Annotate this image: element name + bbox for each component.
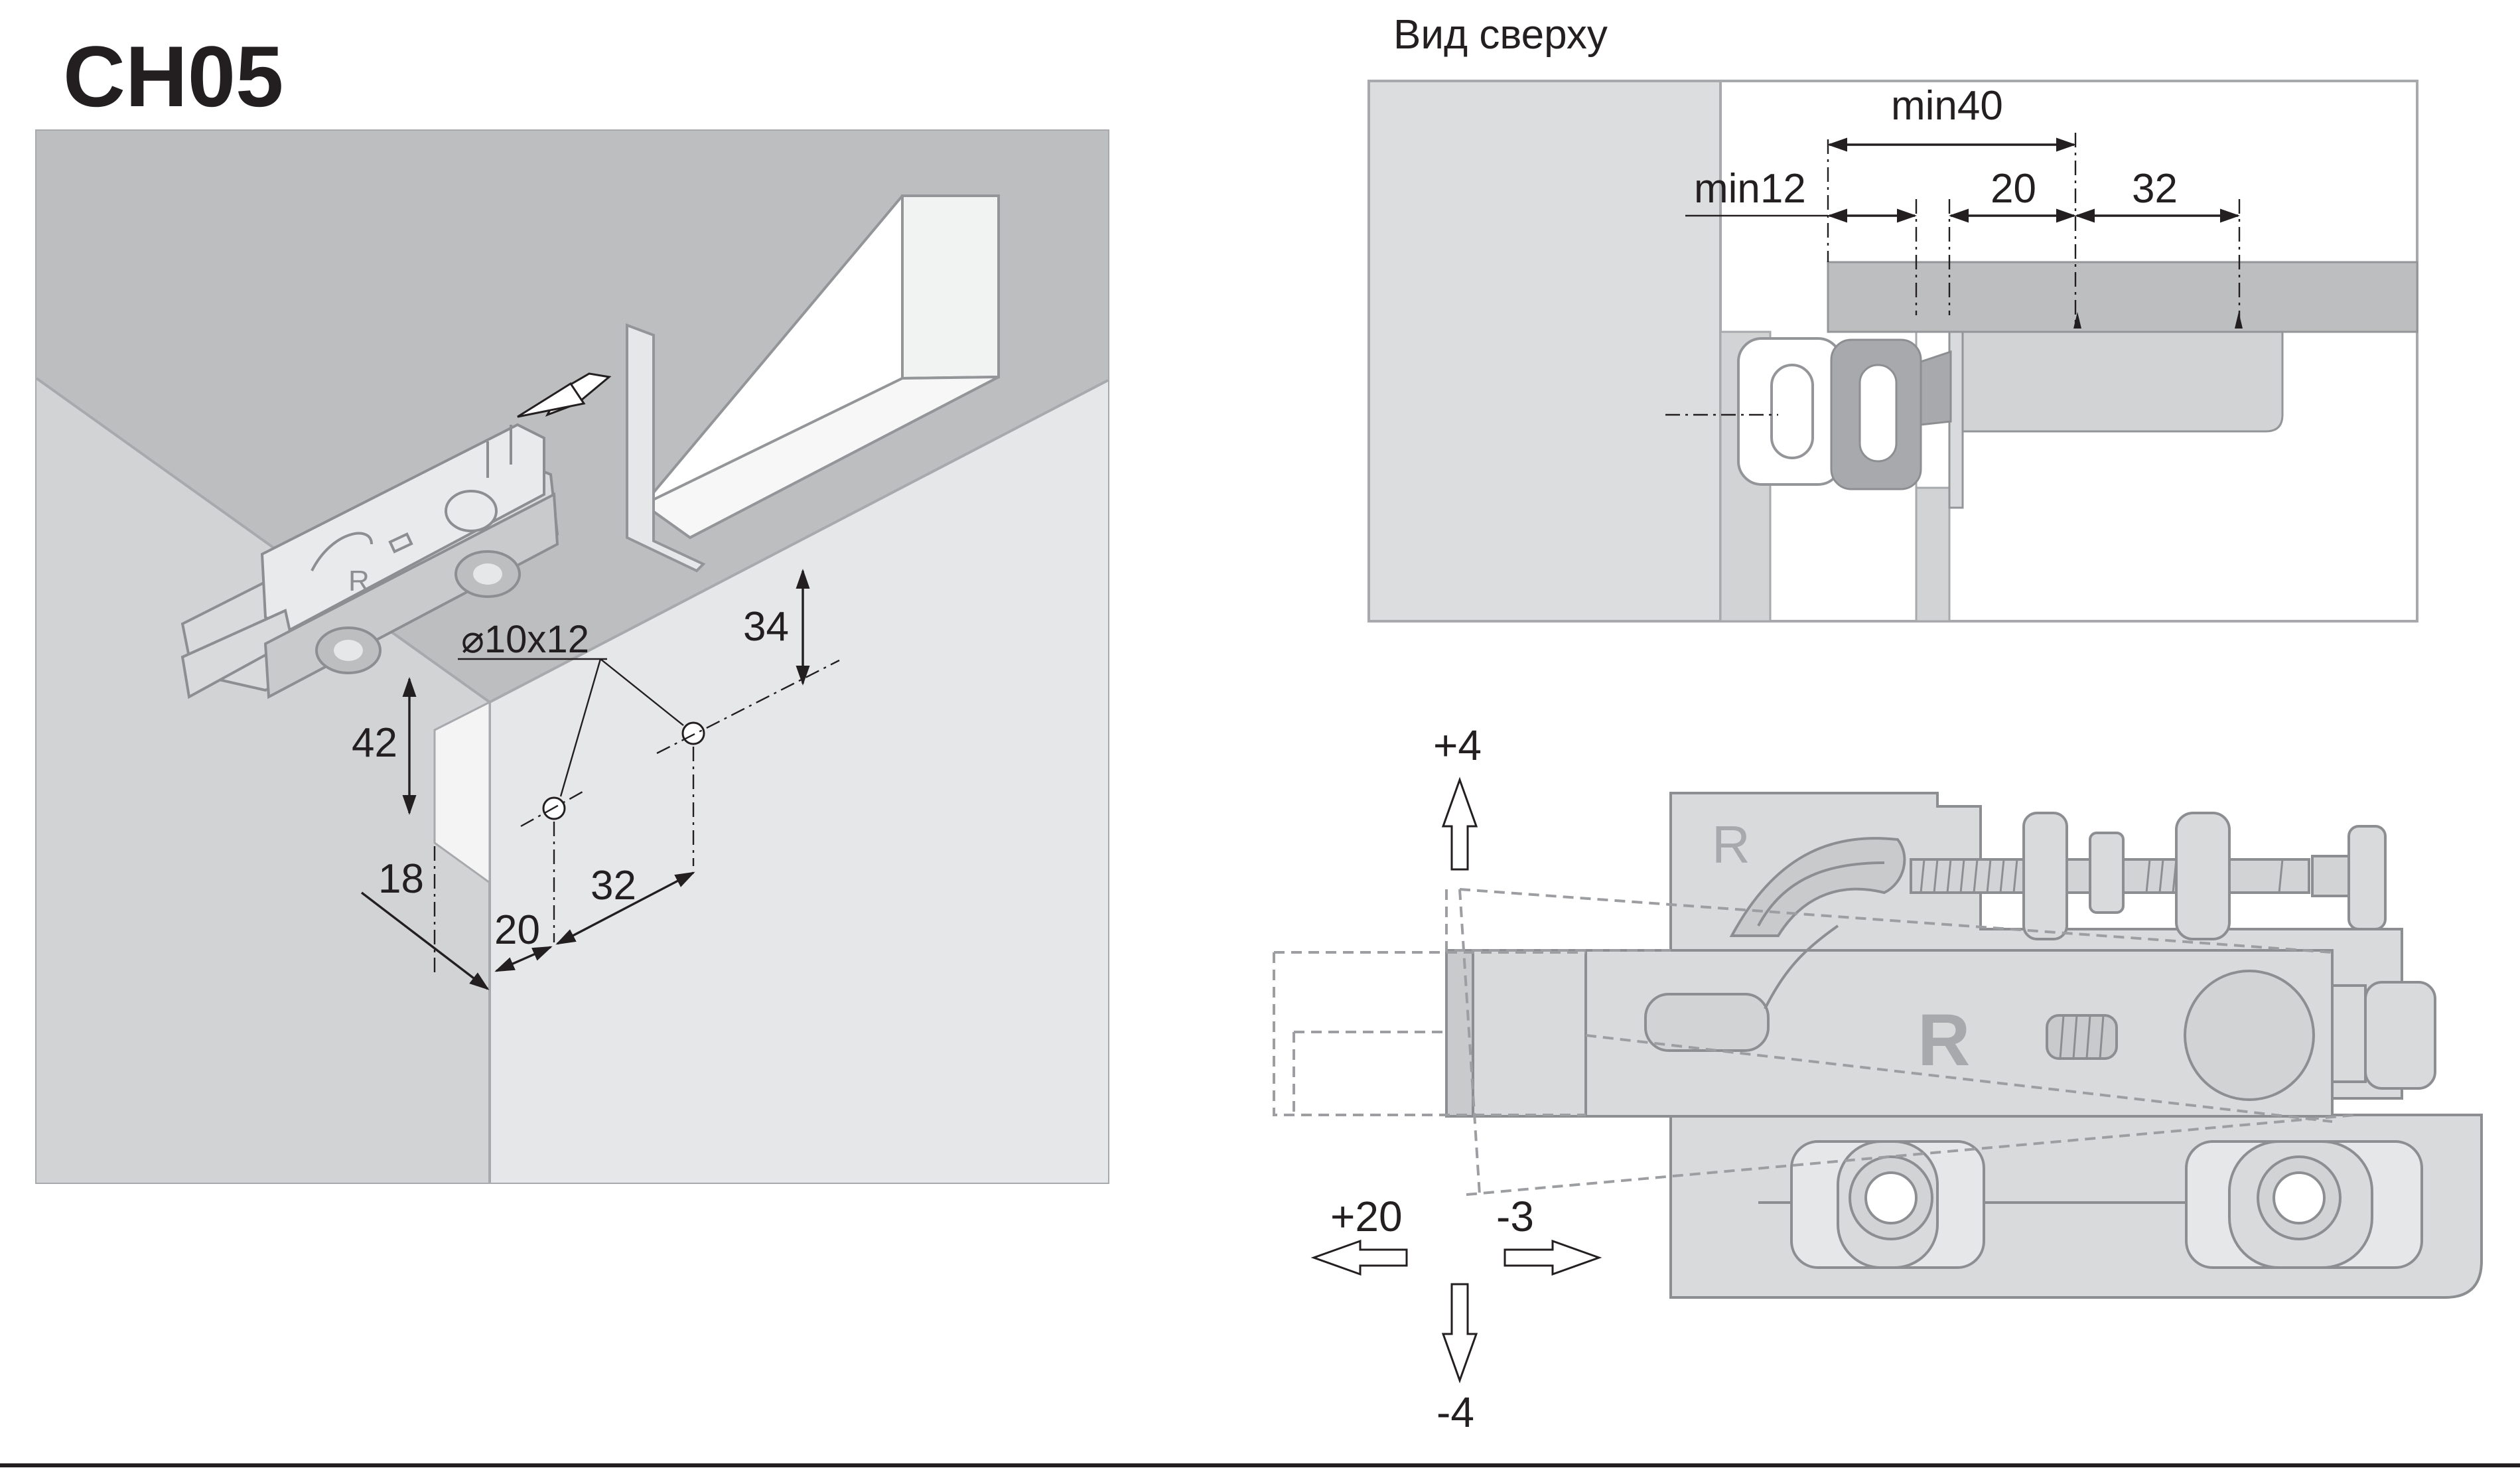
top-view-panel — [1827, 261, 2418, 333]
dim-18-label: 18 — [378, 856, 424, 902]
dim-34-label: 34 — [743, 604, 789, 650]
top-dim-20: 20 — [1991, 166, 2036, 212]
iso-part-mark: R — [348, 565, 370, 597]
hole-size-label: ⌀10x12 — [461, 618, 589, 661]
top-dim-min12: min12 — [1694, 166, 1806, 212]
drawer-box — [626, 194, 1000, 573]
big-part-mark: R — [1918, 999, 1970, 1081]
iso-right-panel — [490, 380, 1108, 1183]
arrow-right-icon — [1504, 1239, 1602, 1276]
iso-mechanism: R — [180, 423, 559, 699]
iso-left-panel — [36, 378, 490, 1183]
adjustment-view: R R — [1273, 721, 2483, 1436]
adjust-down-label: -4 — [1436, 1388, 1474, 1436]
hole-marker-2 — [681, 721, 705, 745]
arrow-down-icon — [1441, 1283, 1478, 1384]
small-part-mark: R — [1712, 815, 1750, 874]
adjust-left-label: +20 — [1330, 1193, 1403, 1240]
top-dim-min40: min40 — [1891, 83, 2003, 129]
dim-42-label: 42 — [352, 720, 397, 766]
dim-32-label: 32 — [591, 863, 636, 909]
arrow-up-icon — [1441, 776, 1478, 871]
door-edge-strip — [433, 700, 491, 885]
dim-20-label: 20 — [494, 907, 540, 953]
adjust-up-label: +4 — [1433, 721, 1482, 769]
isometric-view: R ⌀10x12 34 42 18 20 32 — [35, 129, 1109, 1184]
adjust-right-label: -3 — [1496, 1193, 1534, 1240]
top-view: min40 min12 20 32 — [1367, 80, 2418, 623]
top-dim-32: 32 — [2132, 166, 2178, 212]
arrow-left-icon — [1310, 1239, 1408, 1276]
model-title: CH05 — [63, 28, 283, 125]
top-view-heading: Вид сверху — [1393, 12, 1608, 58]
